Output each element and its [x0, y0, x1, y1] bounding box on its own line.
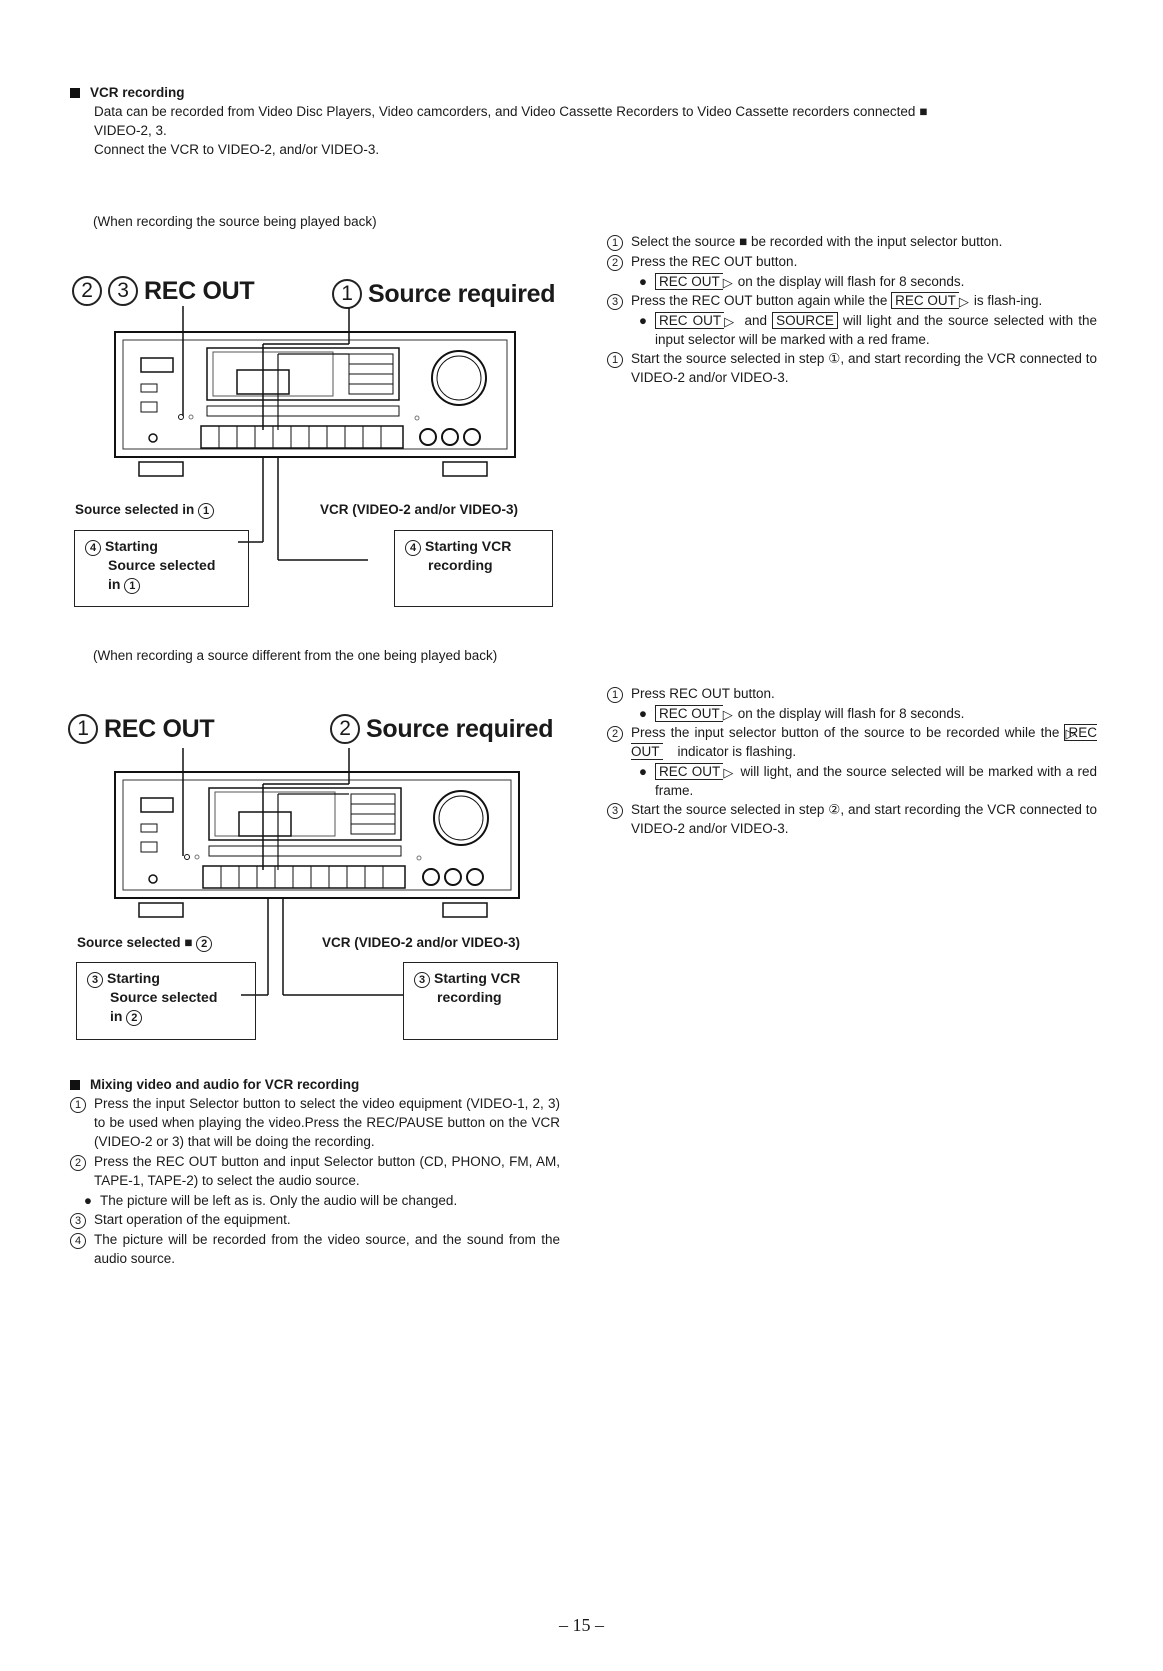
- list-item: ●REC OUT on the display will flash for 8…: [607, 272, 1097, 291]
- intro-text: Data can be recorded from Video Disc Pla…: [94, 104, 928, 157]
- list-item: ●REC OUT will light, and the source sele…: [607, 762, 1097, 800]
- list-item: ●The picture will be left as is. Only th…: [83, 1193, 458, 1208]
- case1-receiver-diagram: [113, 306, 518, 561]
- case1-vcr-label: VCR (VIDEO-2 and/or VIDEO-3): [320, 502, 519, 517]
- case1-source-selected-label: Source selected in 1: [75, 502, 218, 519]
- case2-source-selected-label: Source selected ■ 2: [77, 935, 216, 952]
- list-item: ●REC OUT and SOURCE will light and the s…: [607, 311, 1097, 349]
- case1-caption: (When recording the source being played …: [93, 214, 377, 229]
- case2-caption: (When recording a source different from …: [93, 648, 498, 663]
- receiver-illustration: [114, 748, 520, 996]
- vcr-recording-section: VCR recording Data can be recorded from …: [70, 83, 1110, 159]
- page-number: – 15 –: [559, 1615, 604, 1635]
- receiver-illustration: [114, 306, 516, 561]
- list-item: ●REC OUT on the display will flash for 8…: [607, 704, 1097, 723]
- section-heading: Mixing video and audio for VCR recording: [70, 1075, 560, 1094]
- case2-receiver-diagram: [113, 748, 523, 996]
- square-bullet-icon: [70, 1080, 80, 1090]
- square-bullet-icon: [70, 88, 80, 98]
- case2-vcr-label: VCR (VIDEO-2 and/or VIDEO-3): [322, 935, 521, 950]
- mixing-section: Mixing video and audio for VCR recording…: [70, 1075, 560, 1269]
- section-heading: VCR recording: [70, 83, 1110, 102]
